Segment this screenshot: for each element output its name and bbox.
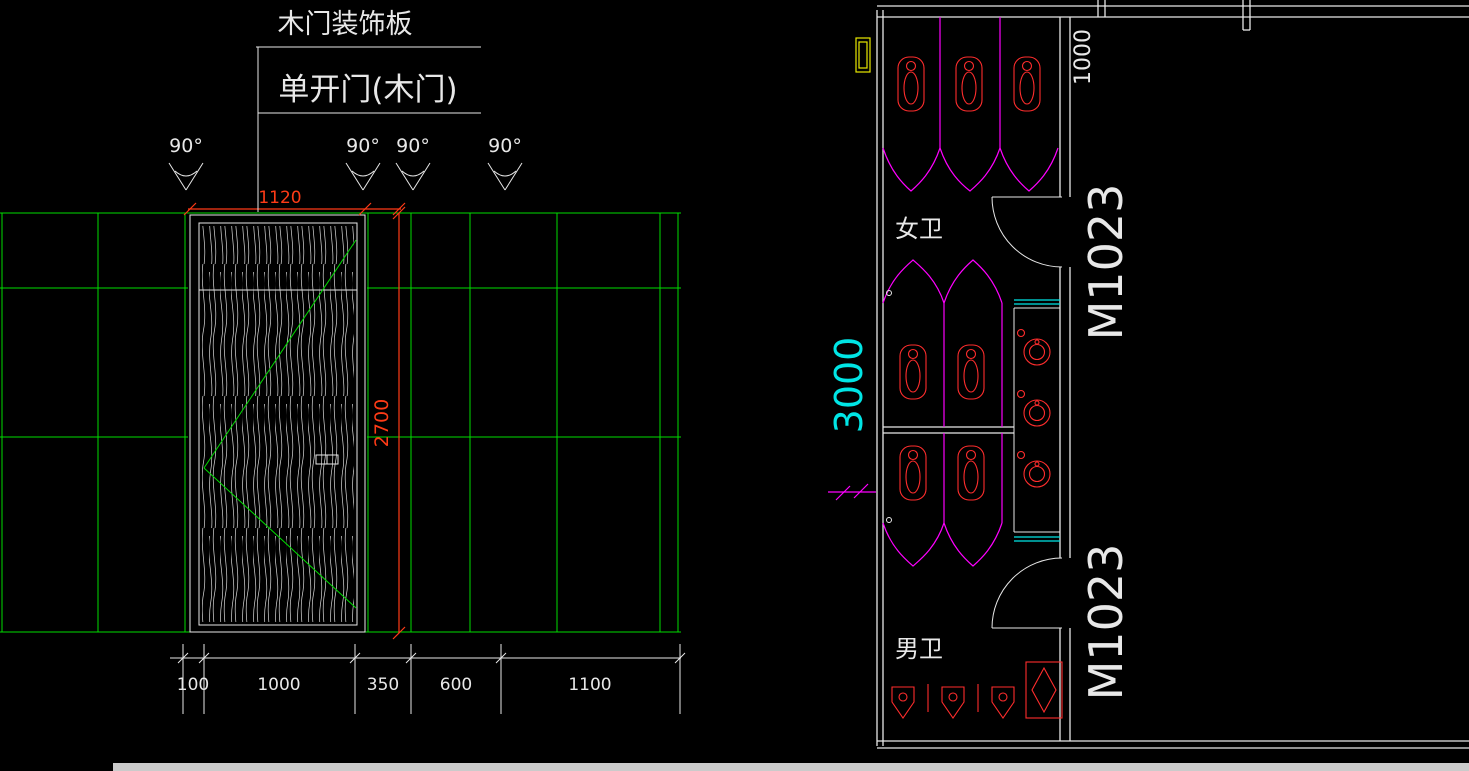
- dim-bottom-4: 600: [440, 675, 472, 695]
- stall-partitions-top: [882, 17, 1059, 192]
- door-stop-markers: [886, 290, 892, 523]
- dim-bottom-2: 1000: [257, 675, 300, 695]
- squat-toilet-5: [957, 344, 985, 400]
- angle-annotation-2: 90°: [345, 135, 381, 191]
- basin-counter: [1013, 299, 1060, 542]
- dimension-door-width: 1120: [183, 188, 406, 216]
- drawing-title-block: 木门装饰板 单开门(木门): [256, 9, 481, 212]
- status-bar: [113, 763, 1469, 771]
- door-code-lower: M1023: [1079, 544, 1133, 701]
- angle-annotation-4: 90°: [487, 135, 523, 191]
- dim-bottom-1: 100: [177, 675, 209, 695]
- entrance-door-lower: [991, 557, 1063, 629]
- dimension-chain-bottom: 100 1000 350 600 1100: [170, 644, 686, 714]
- stall-partitions-middle: [882, 259, 1003, 427]
- wall-panel-grid: [0, 212, 681, 633]
- dim-height-value: 2700: [371, 399, 393, 447]
- urinal-2: [941, 686, 965, 719]
- plan-dim-top: 1000: [1071, 29, 1096, 85]
- door-code-upper: M1023: [1079, 184, 1133, 341]
- wash-basin-3: [1016, 450, 1051, 488]
- door-swing-line-lower: [203, 467, 357, 609]
- squat-toilet-3: [1013, 56, 1041, 112]
- dimension-ticks-left: [828, 483, 876, 501]
- mop-sink: [1025, 661, 1063, 719]
- drawing-title: 木门装饰板: [278, 9, 413, 40]
- squat-toilet-1: [897, 56, 925, 112]
- squat-toilet-7: [957, 445, 985, 501]
- dimension-door-height: 2700: [371, 206, 406, 640]
- angle-label-2: 90°: [346, 135, 380, 157]
- wash-basin-2: [1016, 389, 1051, 427]
- urinal-1: [891, 686, 915, 719]
- urinal-partitions: [927, 684, 979, 712]
- squat-toilet-4: [899, 344, 927, 400]
- plan-walls: [876, 0, 1469, 749]
- door-leaf: [189, 214, 366, 633]
- angle-annotation-3: 90°: [395, 135, 431, 191]
- angle-label-3: 90°: [396, 135, 430, 157]
- plan-dim-left: 3000: [827, 337, 871, 434]
- urinal-3: [991, 686, 1015, 719]
- dim-bottom-5: 1100: [568, 675, 611, 695]
- squat-toilet-6: [899, 445, 927, 501]
- angle-annotation-1: 90°: [168, 135, 204, 191]
- entrance-door-upper: [991, 196, 1063, 268]
- dim-width-value: 1120: [258, 188, 301, 208]
- door-handle: [315, 454, 339, 465]
- room-label-men: 男卫: [895, 635, 943, 663]
- angle-label-1: 90°: [169, 135, 203, 157]
- stall-partitions-men: [882, 433, 1003, 567]
- room-label-women: 女卫: [895, 215, 943, 243]
- column-marker: [855, 37, 871, 73]
- drawing-subtitle: 单开门(木门): [278, 72, 457, 108]
- wood-grain-texture: [202, 226, 354, 622]
- squat-toilet-2: [955, 56, 983, 112]
- door-swing-line-upper: [203, 239, 357, 469]
- dim-bottom-3: 350: [367, 675, 399, 695]
- wash-basin-1: [1016, 328, 1051, 366]
- angle-label-4: 90°: [488, 135, 522, 157]
